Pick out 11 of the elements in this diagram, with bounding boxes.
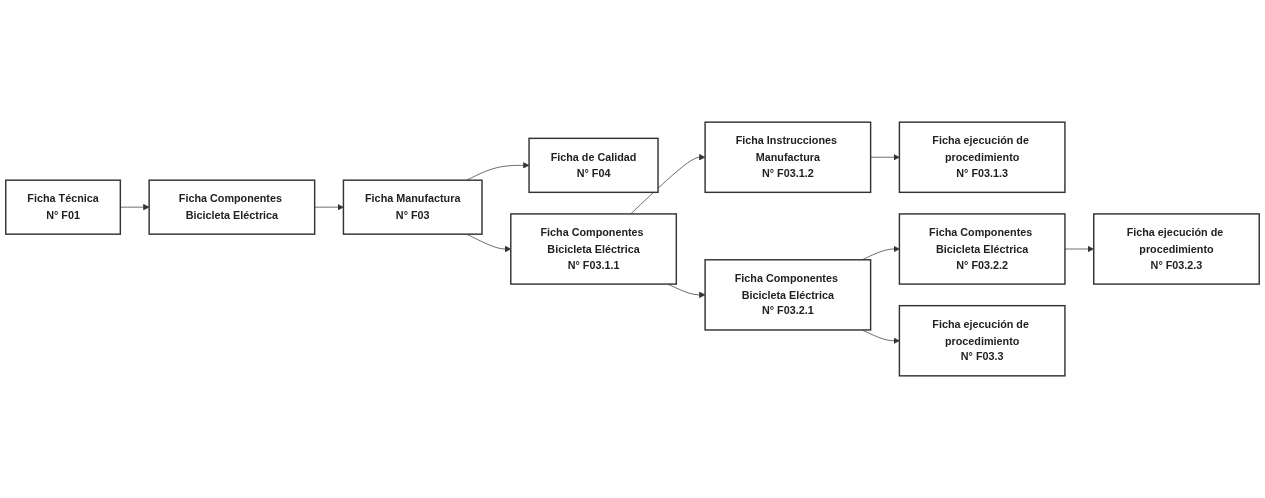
node-box: Ficha Componentes Bicicleta Eléctrica N° F03.2.1 xyxy=(704,259,872,331)
node-box: Ficha ejecución de procedimiento N° F03.2.3 xyxy=(1093,213,1260,285)
node-box: Ficha ejecución de procedimiento N° F03.3 xyxy=(898,304,1066,377)
node-box: Ficha de Calidad N° F04 xyxy=(528,137,659,194)
node-box: Ficha Componentes Bicicleta Eléctrica xyxy=(148,179,316,235)
node-box: Ficha Componentes Bicicleta Eléctrica N° F03.2.2 xyxy=(898,213,1066,285)
node-box: Ficha Técnica N° F01 xyxy=(5,179,122,235)
node-box: Ficha Manufactura N° F03 xyxy=(342,179,483,235)
node-box: Ficha ejecución de procedimiento N° F03.1.3 xyxy=(898,121,1066,194)
node-box: Ficha Componentes Bicicleta Eléctrica N° F03.1.1 xyxy=(510,213,678,285)
node-box: Ficha Instrucciones Manufactura N° F03.1.2 xyxy=(704,121,872,194)
